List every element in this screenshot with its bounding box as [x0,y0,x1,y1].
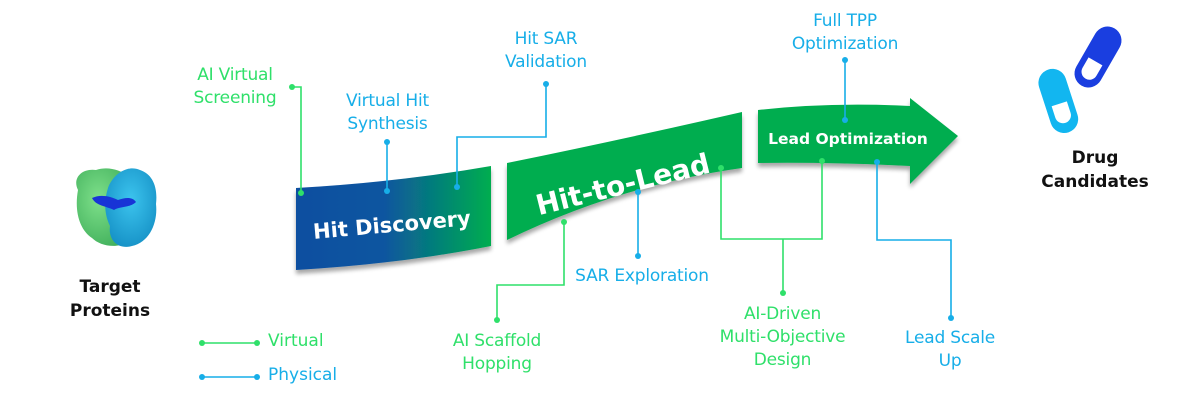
step-lead-scale-up: Lead Scale Up [905,328,995,371]
connector-lead-scale-up [876,162,952,318]
step-hit-sar-validation: Hit SAR Validation [505,29,587,72]
legend-virtual-label: Virtual [268,331,324,351]
connector-ai-scaffold-hopping [496,222,565,320]
drug-candidates-label: Drug Candidates [1041,148,1149,192]
connector-dot [842,117,848,123]
connector-dot [454,184,460,190]
protein-structure-icon [76,168,157,247]
legend-virtual-line [199,340,260,346]
connector-dot [780,290,786,296]
connector-dot [635,253,641,259]
connector-dot [819,158,825,164]
step-ai-scaffold-hopping: AI Scaffold Hopping [452,331,542,374]
connector-dot [543,81,549,87]
connector-dot [874,159,880,165]
connector-dot [842,57,848,63]
stage-label-lead-optimization: Lead Optimization [768,130,928,148]
stage-hit-to-lead-band [507,112,742,240]
legend-physical-line [199,374,260,380]
step-ai-virtual-screening: AI Virtual Screening [193,65,277,108]
step-full-tpp-optimization: Full TPP Optimization [791,11,899,54]
step-sar-exploration: SAR Exploration [575,266,709,286]
connector-dot [494,317,500,323]
connector-dot [384,188,390,194]
step-ai-driven-multi-objective-design: AI-Driven Multi-Objective Design [719,304,846,370]
legend-physical-label: Physical [268,365,338,385]
stage-lead-optimization-arrow [758,98,958,184]
stage-hit-discovery-band [296,166,491,270]
connector-dot [635,189,641,195]
connector-dot [384,139,390,145]
connector-dot [289,84,295,90]
connector-dot [948,315,954,321]
connector-dot [298,190,304,196]
connector-ai-driven-design [720,161,823,240]
target-proteins-label: Target Proteins [69,277,151,321]
connector-dot [718,165,724,171]
capsule-pills-icon [1038,26,1122,134]
connector-dot [561,219,567,225]
step-virtual-hit-synthesis: Virtual Hit Synthesis [346,91,429,134]
connector-hit-sar-validation [456,84,547,187]
